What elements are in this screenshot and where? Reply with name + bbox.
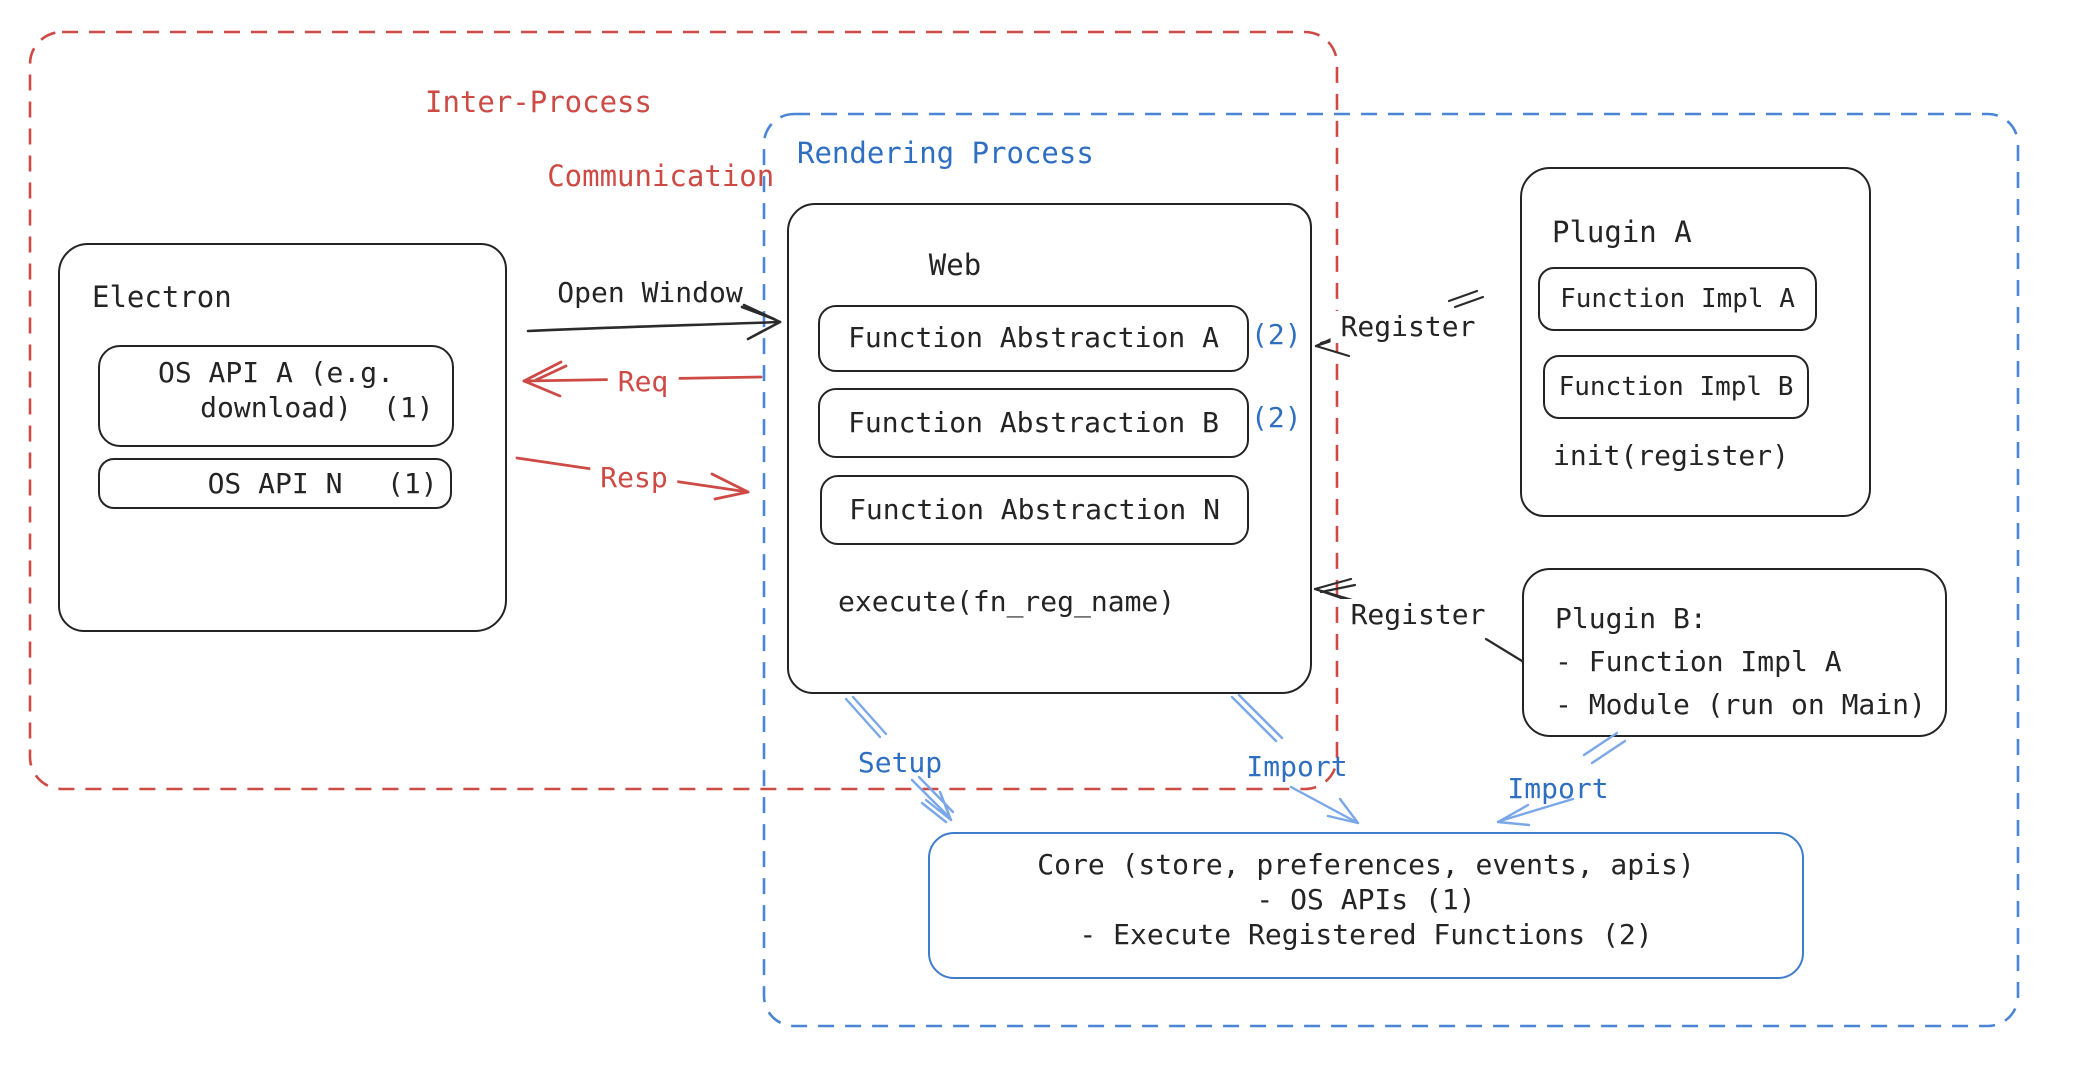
open-window-arrow <box>526 303 782 341</box>
os-api-a-line1: OS API A (e.g. <box>157 356 394 389</box>
plugin-b-box: Plugin B: - Function Impl A - Module (ru… <box>1522 568 1947 737</box>
register-plugin-a-label: Register <box>1330 311 1486 343</box>
os-api-n-box: OS API N (1) <box>98 458 452 509</box>
os-api-a-box: OS API A (e.g. download) (1) <box>98 345 454 447</box>
electron-title: Electron <box>92 280 232 314</box>
ipc-label: Inter-Process Communication <box>425 84 774 195</box>
ipc-label-line2: Communication <box>547 159 775 193</box>
core-box: Core (store, preferences, events, apis) … <box>928 832 1804 979</box>
function-impl-a-label: Function Impl A <box>1560 284 1795 314</box>
web-title: Web <box>928 248 982 282</box>
function-impl-a-box: Function Impl A <box>1538 267 1817 331</box>
import-plugin-b-label: Import <box>1507 772 1609 805</box>
function-abstraction-a-badge: (2) <box>1251 318 1302 351</box>
function-abstraction-b-box: Function Abstraction B <box>818 388 1249 458</box>
function-abstraction-a-label: Function Abstraction A <box>848 321 1219 354</box>
function-abstraction-b-label: Function Abstraction B <box>848 406 1219 439</box>
req-label: Req <box>607 366 679 398</box>
function-impl-b-label: Function Impl B <box>1558 372 1794 402</box>
plugin-b-title: Plugin B: <box>1555 602 1707 635</box>
import-web-label: Import <box>1246 750 1348 783</box>
function-abstraction-n-box: Function Abstraction N <box>820 475 1249 545</box>
plugin-a-title: Plugin A <box>1552 215 1692 249</box>
core-line3: - Execute Registered Functions (2) <box>1079 918 1653 951</box>
rendering-process-label: Rendering Process <box>797 136 1094 170</box>
plugin-b-item-2: - Module (run on Main) <box>1555 688 1926 721</box>
core-line1: Core (store, preferences, events, apis) <box>1037 848 1695 881</box>
os-api-n-badge: (1) <box>387 467 438 500</box>
execute-label: execute(fn_reg_name) <box>838 585 1176 618</box>
register-plugin-b-label: Register <box>1340 599 1496 631</box>
open-window-label: Open Window <box>557 276 743 309</box>
init-register-label: init(register) <box>1553 439 1790 472</box>
function-abstraction-a-box: Function Abstraction A <box>818 305 1249 372</box>
os-api-a-badge: (1) <box>383 391 434 424</box>
ipc-label-line1: Inter-Process <box>425 85 652 119</box>
plugin-b-item-1: - Function Impl A <box>1555 645 1842 678</box>
function-abstraction-n-label: Function Abstraction N <box>849 493 1220 526</box>
setup-label: Setup <box>857 746 943 779</box>
core-line2: - OS APIs (1) <box>1256 883 1476 916</box>
resp-label: Resp <box>590 462 678 494</box>
function-impl-b-box: Function Impl B <box>1543 355 1809 419</box>
function-abstraction-b-badge: (2) <box>1251 401 1302 434</box>
